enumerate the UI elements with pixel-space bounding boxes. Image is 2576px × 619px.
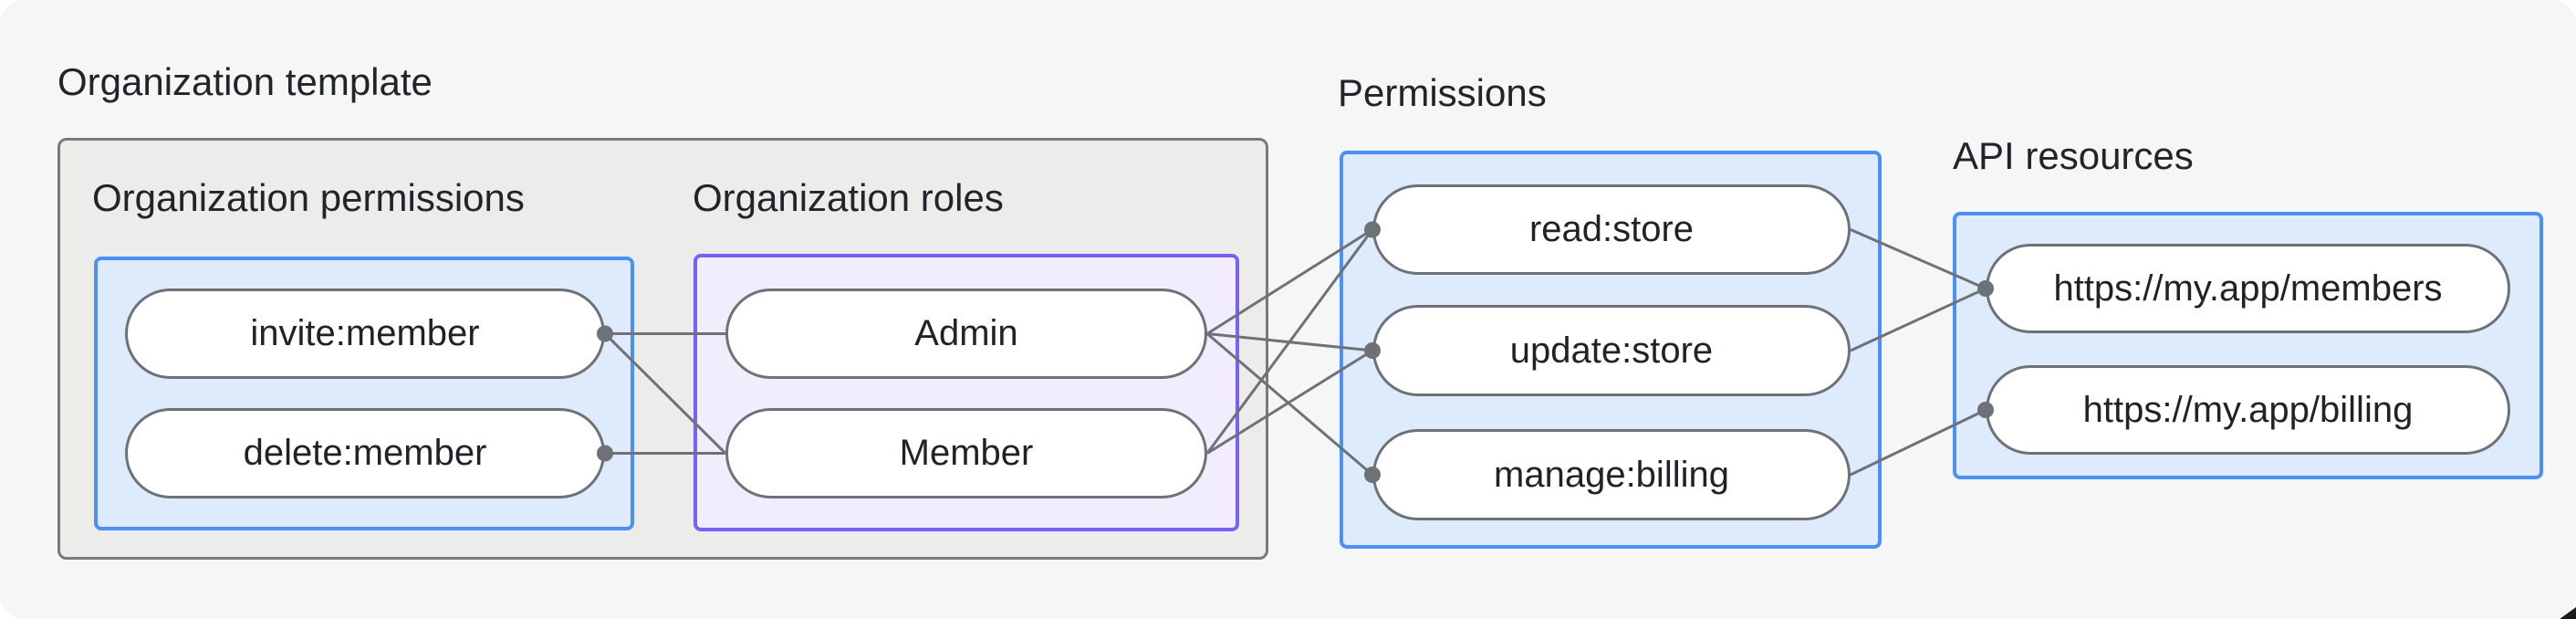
node-update-store: update:store <box>1372 305 1851 396</box>
node-members-api-url: https://my.app/members <box>1986 244 2510 333</box>
permissions-label: Permissions <box>1338 71 1547 114</box>
node-member-role: Member <box>725 408 1207 498</box>
node-billing-api-url: https://my.app/billing <box>1986 365 2510 455</box>
api-resources-group: https://my.app/members https://my.app/bi… <box>1953 212 2543 479</box>
permissions-group: read:store update:store manage:billing <box>1340 151 1882 549</box>
org-roles-label: Organization roles <box>693 176 1004 219</box>
org-template-title: Organization template <box>57 60 433 103</box>
org-permissions-group: invite:member delete:member <box>94 257 634 530</box>
org-template-container: Organization permissions Organization ro… <box>57 138 1268 560</box>
node-invite-member: invite:member <box>125 289 605 379</box>
org-permissions-label: Organization permissions <box>92 176 525 219</box>
node-read-store: read:store <box>1372 184 1851 275</box>
node-manage-billing: manage:billing <box>1372 429 1851 520</box>
api-resources-label: API resources <box>1953 134 2194 177</box>
org-roles-group: Admin Member <box>694 254 1239 531</box>
node-delete-member: delete:member <box>125 408 605 498</box>
node-admin-role: Admin <box>725 289 1207 379</box>
